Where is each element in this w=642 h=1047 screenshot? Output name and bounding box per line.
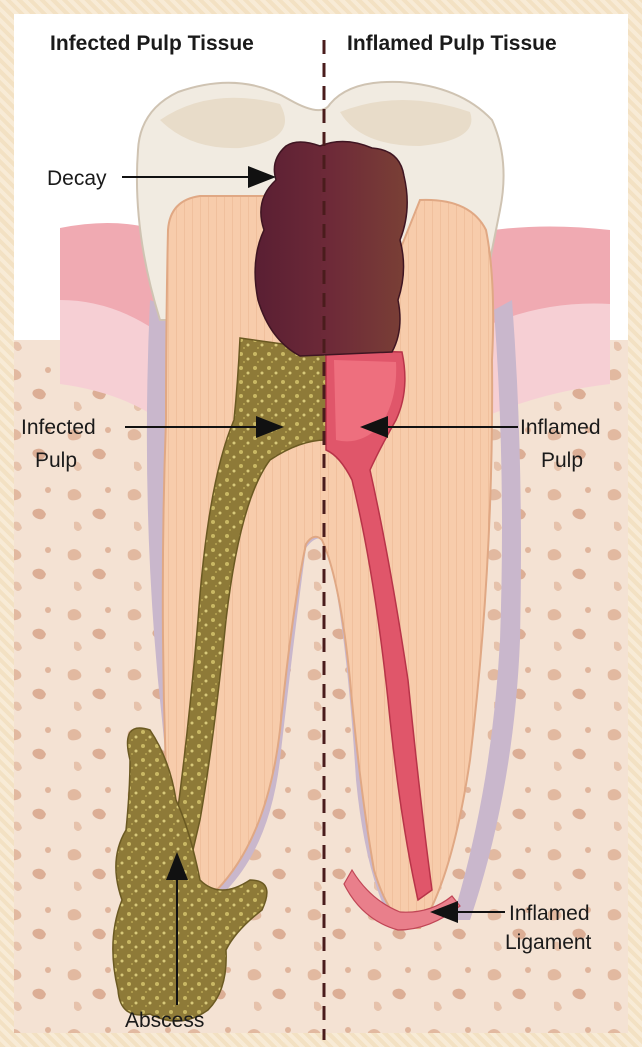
- decay: [255, 141, 407, 356]
- label-decay: Decay: [47, 167, 107, 190]
- label-inflamed-ligament-1: Inflamed: [509, 902, 590, 925]
- label-infected-pulp-2: Pulp: [35, 449, 77, 472]
- label-inflamed-ligament-2: Ligament: [505, 931, 592, 954]
- header-left: Infected Pulp Tissue: [50, 32, 254, 55]
- label-inflamed-pulp-2: Pulp: [541, 449, 583, 472]
- label-inflamed-pulp-1: Inflamed: [520, 416, 601, 439]
- label-infected-pulp-1: Infected: [21, 416, 96, 439]
- label-abscess: Abscess: [125, 1009, 204, 1032]
- header-right: Inflamed Pulp Tissue: [347, 32, 557, 55]
